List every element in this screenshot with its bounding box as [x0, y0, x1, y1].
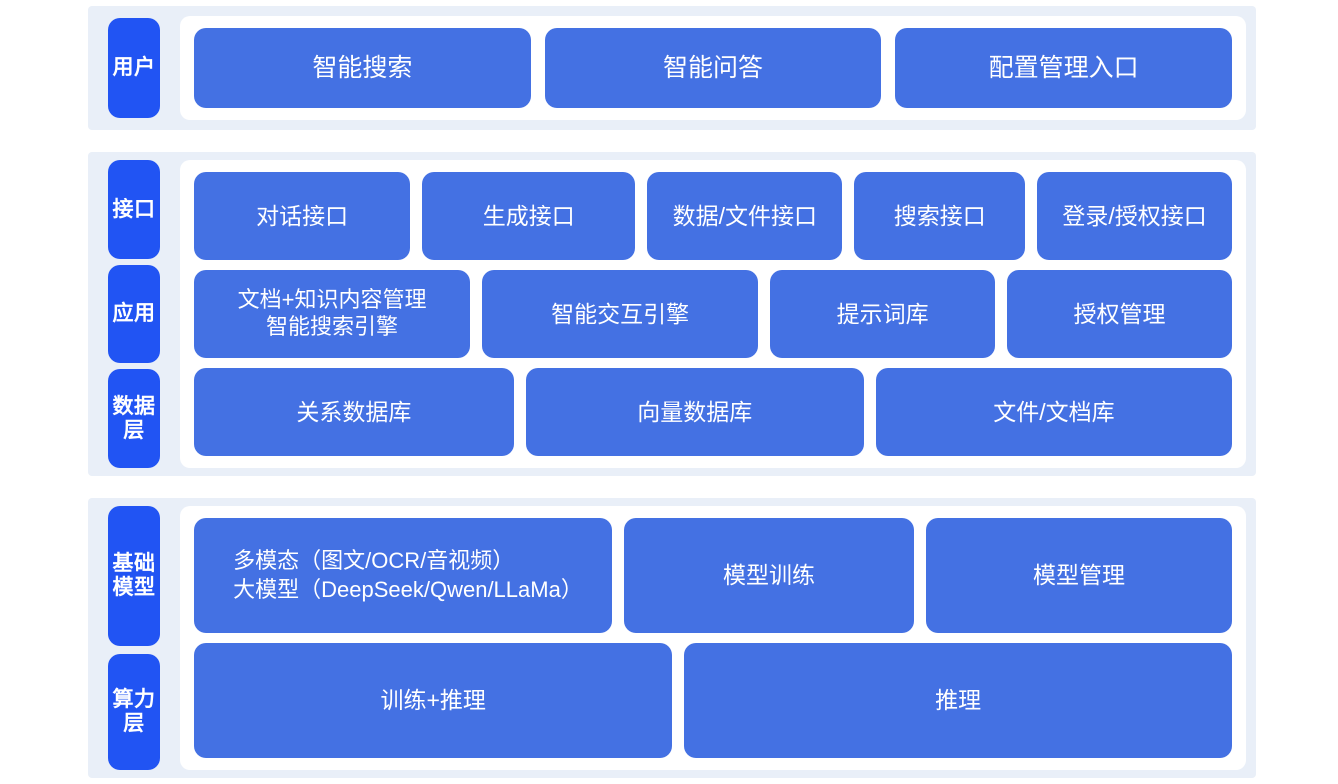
- card-prompt-library[interactable]: 提示词库: [770, 270, 996, 358]
- layer-tab-foundation-model[interactable]: 基础模型: [108, 506, 160, 646]
- card-model-management[interactable]: 模型管理: [926, 518, 1232, 633]
- card-config-management-entry[interactable]: 配置管理入口: [895, 28, 1233, 108]
- layer-tab-column-infrastructure: 基础模型 算力层: [88, 498, 180, 778]
- card-multimodal-large-model[interactable]: 多模态（图文/OCR/音视频） 大模型（DeepSeek/Qwen/LLaMa）: [194, 518, 612, 633]
- layer-tab-column-users: 用户: [88, 6, 180, 130]
- row-application: 文档+知识内容管理 智能搜索引擎 智能交互引擎 提示词库 授权管理: [194, 270, 1232, 358]
- card-document-knowledge-management[interactable]: 文档+知识内容管理 智能搜索引擎: [194, 270, 471, 358]
- card-login-auth-api[interactable]: 登录/授权接口: [1037, 172, 1233, 260]
- card-inference[interactable]: 推理: [684, 643, 1232, 758]
- layer-panel-middle: 接口 应用 数据层 对话接口 生成接口 数据/文件接口 搜索接口 登录/授权接口…: [88, 152, 1256, 476]
- card-training-plus-inference[interactable]: 训练+推理: [194, 643, 673, 758]
- row-user-entries: 智能搜索 智能问答 配置管理入口: [194, 28, 1233, 108]
- layer-tab-data[interactable]: 数据层: [108, 369, 160, 469]
- layer-content-users: 智能搜索 智能问答 配置管理入口: [180, 16, 1246, 120]
- card-authorization-management[interactable]: 授权管理: [1007, 270, 1232, 358]
- card-model-training[interactable]: 模型训练: [623, 518, 914, 633]
- card-file-document-store[interactable]: 文件/文档库: [875, 368, 1232, 456]
- layer-tab-application[interactable]: 应用: [108, 264, 160, 364]
- layer-content-infrastructure: 多模态（图文/OCR/音视频） 大模型（DeepSeek/Qwen/LLaMa）…: [180, 506, 1246, 770]
- card-intelligent-qa[interactable]: 智能问答: [544, 28, 882, 108]
- layer-tab-compute[interactable]: 算力层: [108, 653, 160, 770]
- card-intelligent-interaction-engine[interactable]: 智能交互引擎: [482, 270, 759, 358]
- layer-panel-infrastructure: 基础模型 算力层 多模态（图文/OCR/音视频） 大模型（DeepSeek/Qw…: [88, 498, 1256, 778]
- row-interface: 对话接口 生成接口 数据/文件接口 搜索接口 登录/授权接口: [194, 172, 1233, 260]
- layer-content-middle: 对话接口 生成接口 数据/文件接口 搜索接口 登录/授权接口 文档+知识内容管理…: [180, 160, 1246, 468]
- card-dialog-api[interactable]: 对话接口: [194, 172, 411, 260]
- card-generation-api[interactable]: 生成接口: [422, 172, 636, 260]
- row-compute-layer: 训练+推理 推理: [194, 643, 1232, 758]
- card-relational-database[interactable]: 关系数据库: [194, 368, 514, 456]
- layer-tab-column-middle: 接口 应用 数据层: [88, 152, 180, 476]
- card-search-api[interactable]: 搜索接口: [854, 172, 1026, 260]
- card-intelligent-search[interactable]: 智能搜索: [194, 28, 531, 108]
- card-vector-database[interactable]: 向量数据库: [525, 368, 864, 456]
- row-data-layer: 关系数据库 向量数据库 文件/文档库: [194, 368, 1232, 456]
- layer-tab-interface[interactable]: 接口: [108, 160, 160, 259]
- layer-tab-user[interactable]: 用户: [108, 18, 160, 118]
- row-model-layer: 多模态（图文/OCR/音视频） 大模型（DeepSeek/Qwen/LLaMa）…: [194, 518, 1232, 633]
- layer-panel-users: 用户 智能搜索 智能问答 配置管理入口: [88, 6, 1256, 130]
- card-data-file-api[interactable]: 数据/文件接口: [647, 172, 843, 260]
